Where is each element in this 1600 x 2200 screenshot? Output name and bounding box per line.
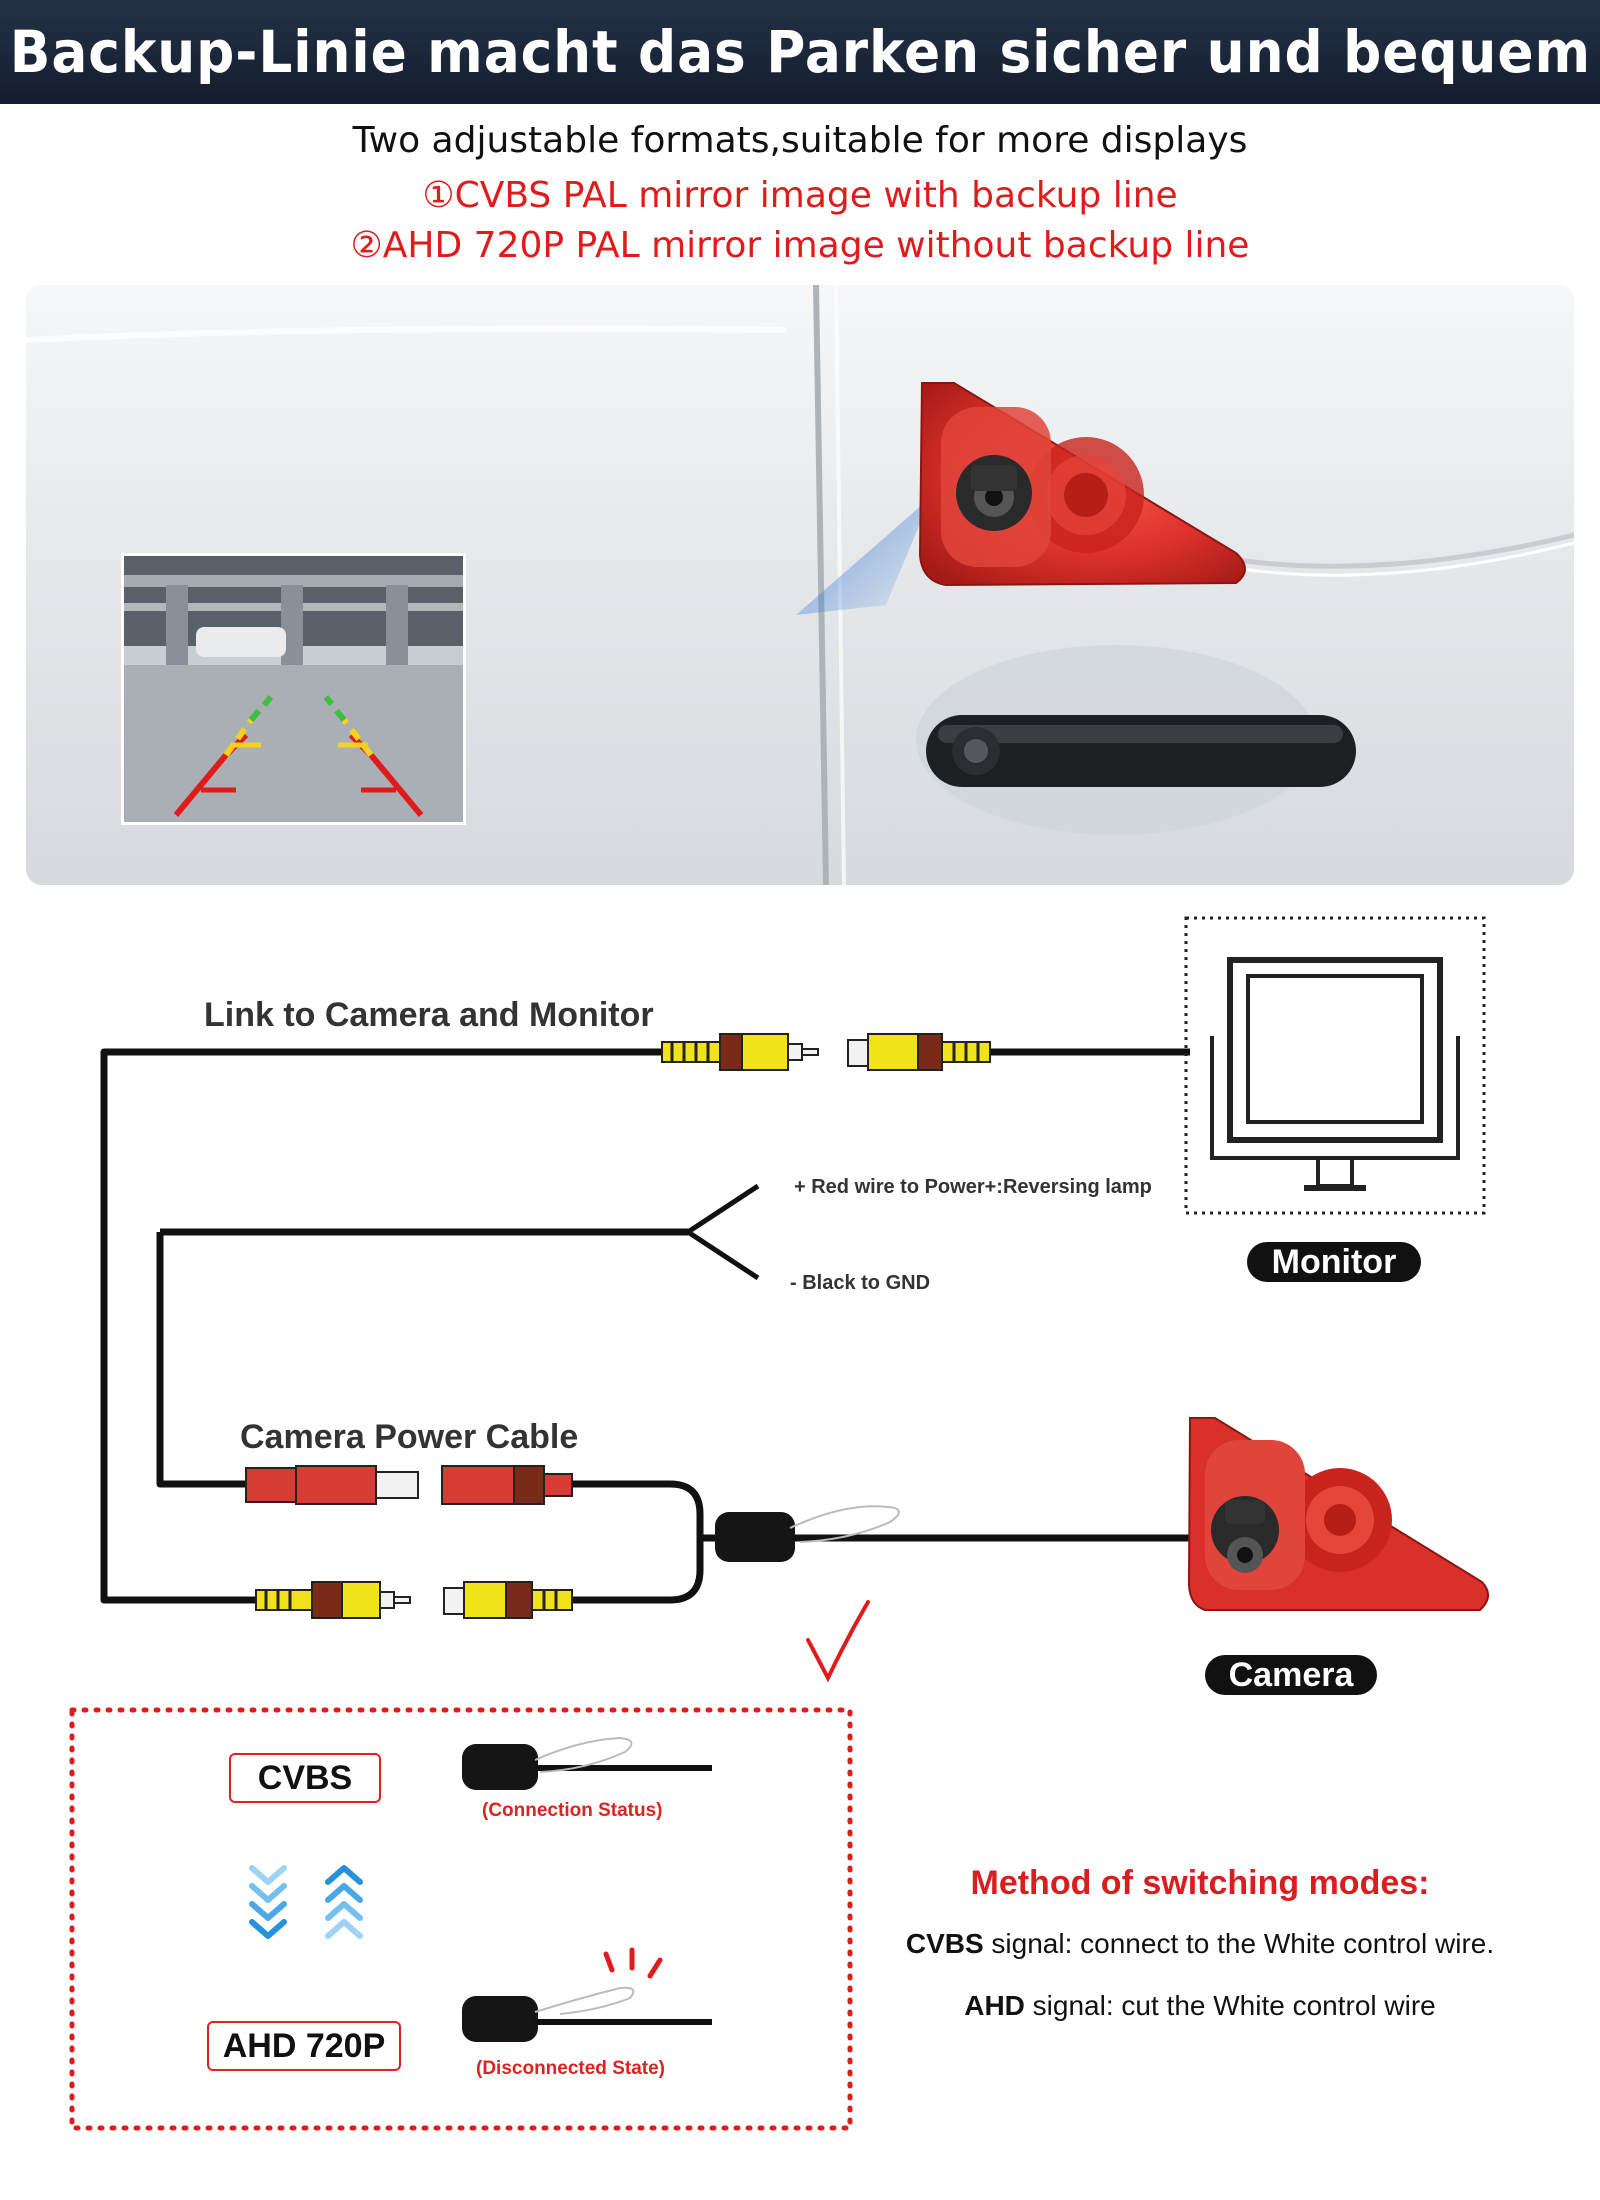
mode-control-box — [715, 1505, 900, 1562]
monitor-label: Monitor — [1247, 1242, 1421, 1282]
page-title: Backup-Linie macht das Parken sicher und… — [9, 18, 1591, 86]
camera-label: Camera — [1205, 1655, 1377, 1695]
method-cvbs-text: signal: connect to the White control wir… — [983, 1928, 1495, 1959]
rca-female-connector-bottom — [443, 1581, 573, 1619]
disconnected-state-label: (Disconnected State) — [476, 2058, 665, 2079]
van-door-illustration — [26, 285, 1574, 885]
method-title: Method of switching modes: — [970, 1864, 1430, 1902]
method-cvbs-line: CVBS signal: connect to the White contro… — [860, 1928, 1540, 1960]
method-ahd-line: AHD signal: cut the White control wire — [860, 1990, 1540, 2022]
camera-icon — [1187, 1417, 1489, 1611]
mode-switch-panel — [69, 1707, 853, 2131]
monitor-icon — [1184, 916, 1486, 1215]
method-cvbs-name: CVBS — [905, 1928, 984, 1959]
cvbs-mode-label: CVBS — [229, 1753, 381, 1803]
cut-mark-icon — [603, 1947, 663, 1979]
header-banner: Backup-Linie macht das Parken sicher und… — [0, 0, 1600, 104]
ahd-mode-label: AHD 720P — [207, 2021, 401, 2071]
arrow-down-icon — [249, 1865, 287, 1939]
reverse-view-screen — [121, 553, 466, 825]
connected-wire-icon — [462, 1736, 712, 1790]
arrow-up-icon — [325, 1865, 363, 1939]
rca-female-connector-top — [847, 1033, 991, 1071]
disconnected-wire-icon — [462, 1986, 712, 2042]
link-cable-label: Link to Camera and Monitor — [204, 996, 654, 1034]
product-photo — [26, 285, 1574, 885]
power-cable-label: Camera Power Cable — [240, 1418, 579, 1456]
power-connector-male — [245, 1465, 419, 1505]
subtitle-ahd: ②AHD 720P PAL mirror image without backu… — [350, 225, 1250, 266]
rca-male-connector-top — [661, 1033, 819, 1071]
black-wire-label: - Black to GND — [790, 1272, 931, 1294]
subtitle-cvbs: ①CVBS PAL mirror image with backup line — [422, 175, 1178, 216]
rca-male-connector-bottom — [255, 1581, 411, 1619]
camera-icon — [918, 382, 1246, 587]
red-wire-label: + Red wire to Power+:Reversing lamp — [794, 1176, 1152, 1198]
connection-status-label: (Connection Status) — [482, 1800, 663, 1821]
check-icon — [806, 1600, 870, 1683]
power-connector-female — [441, 1465, 573, 1505]
method-ahd-name: AHD — [964, 1990, 1025, 2021]
method-ahd-text: signal: cut the White control wire — [1024, 1990, 1436, 2021]
subtitle-formats: Two adjustable formats,suitable for more… — [352, 120, 1248, 161]
